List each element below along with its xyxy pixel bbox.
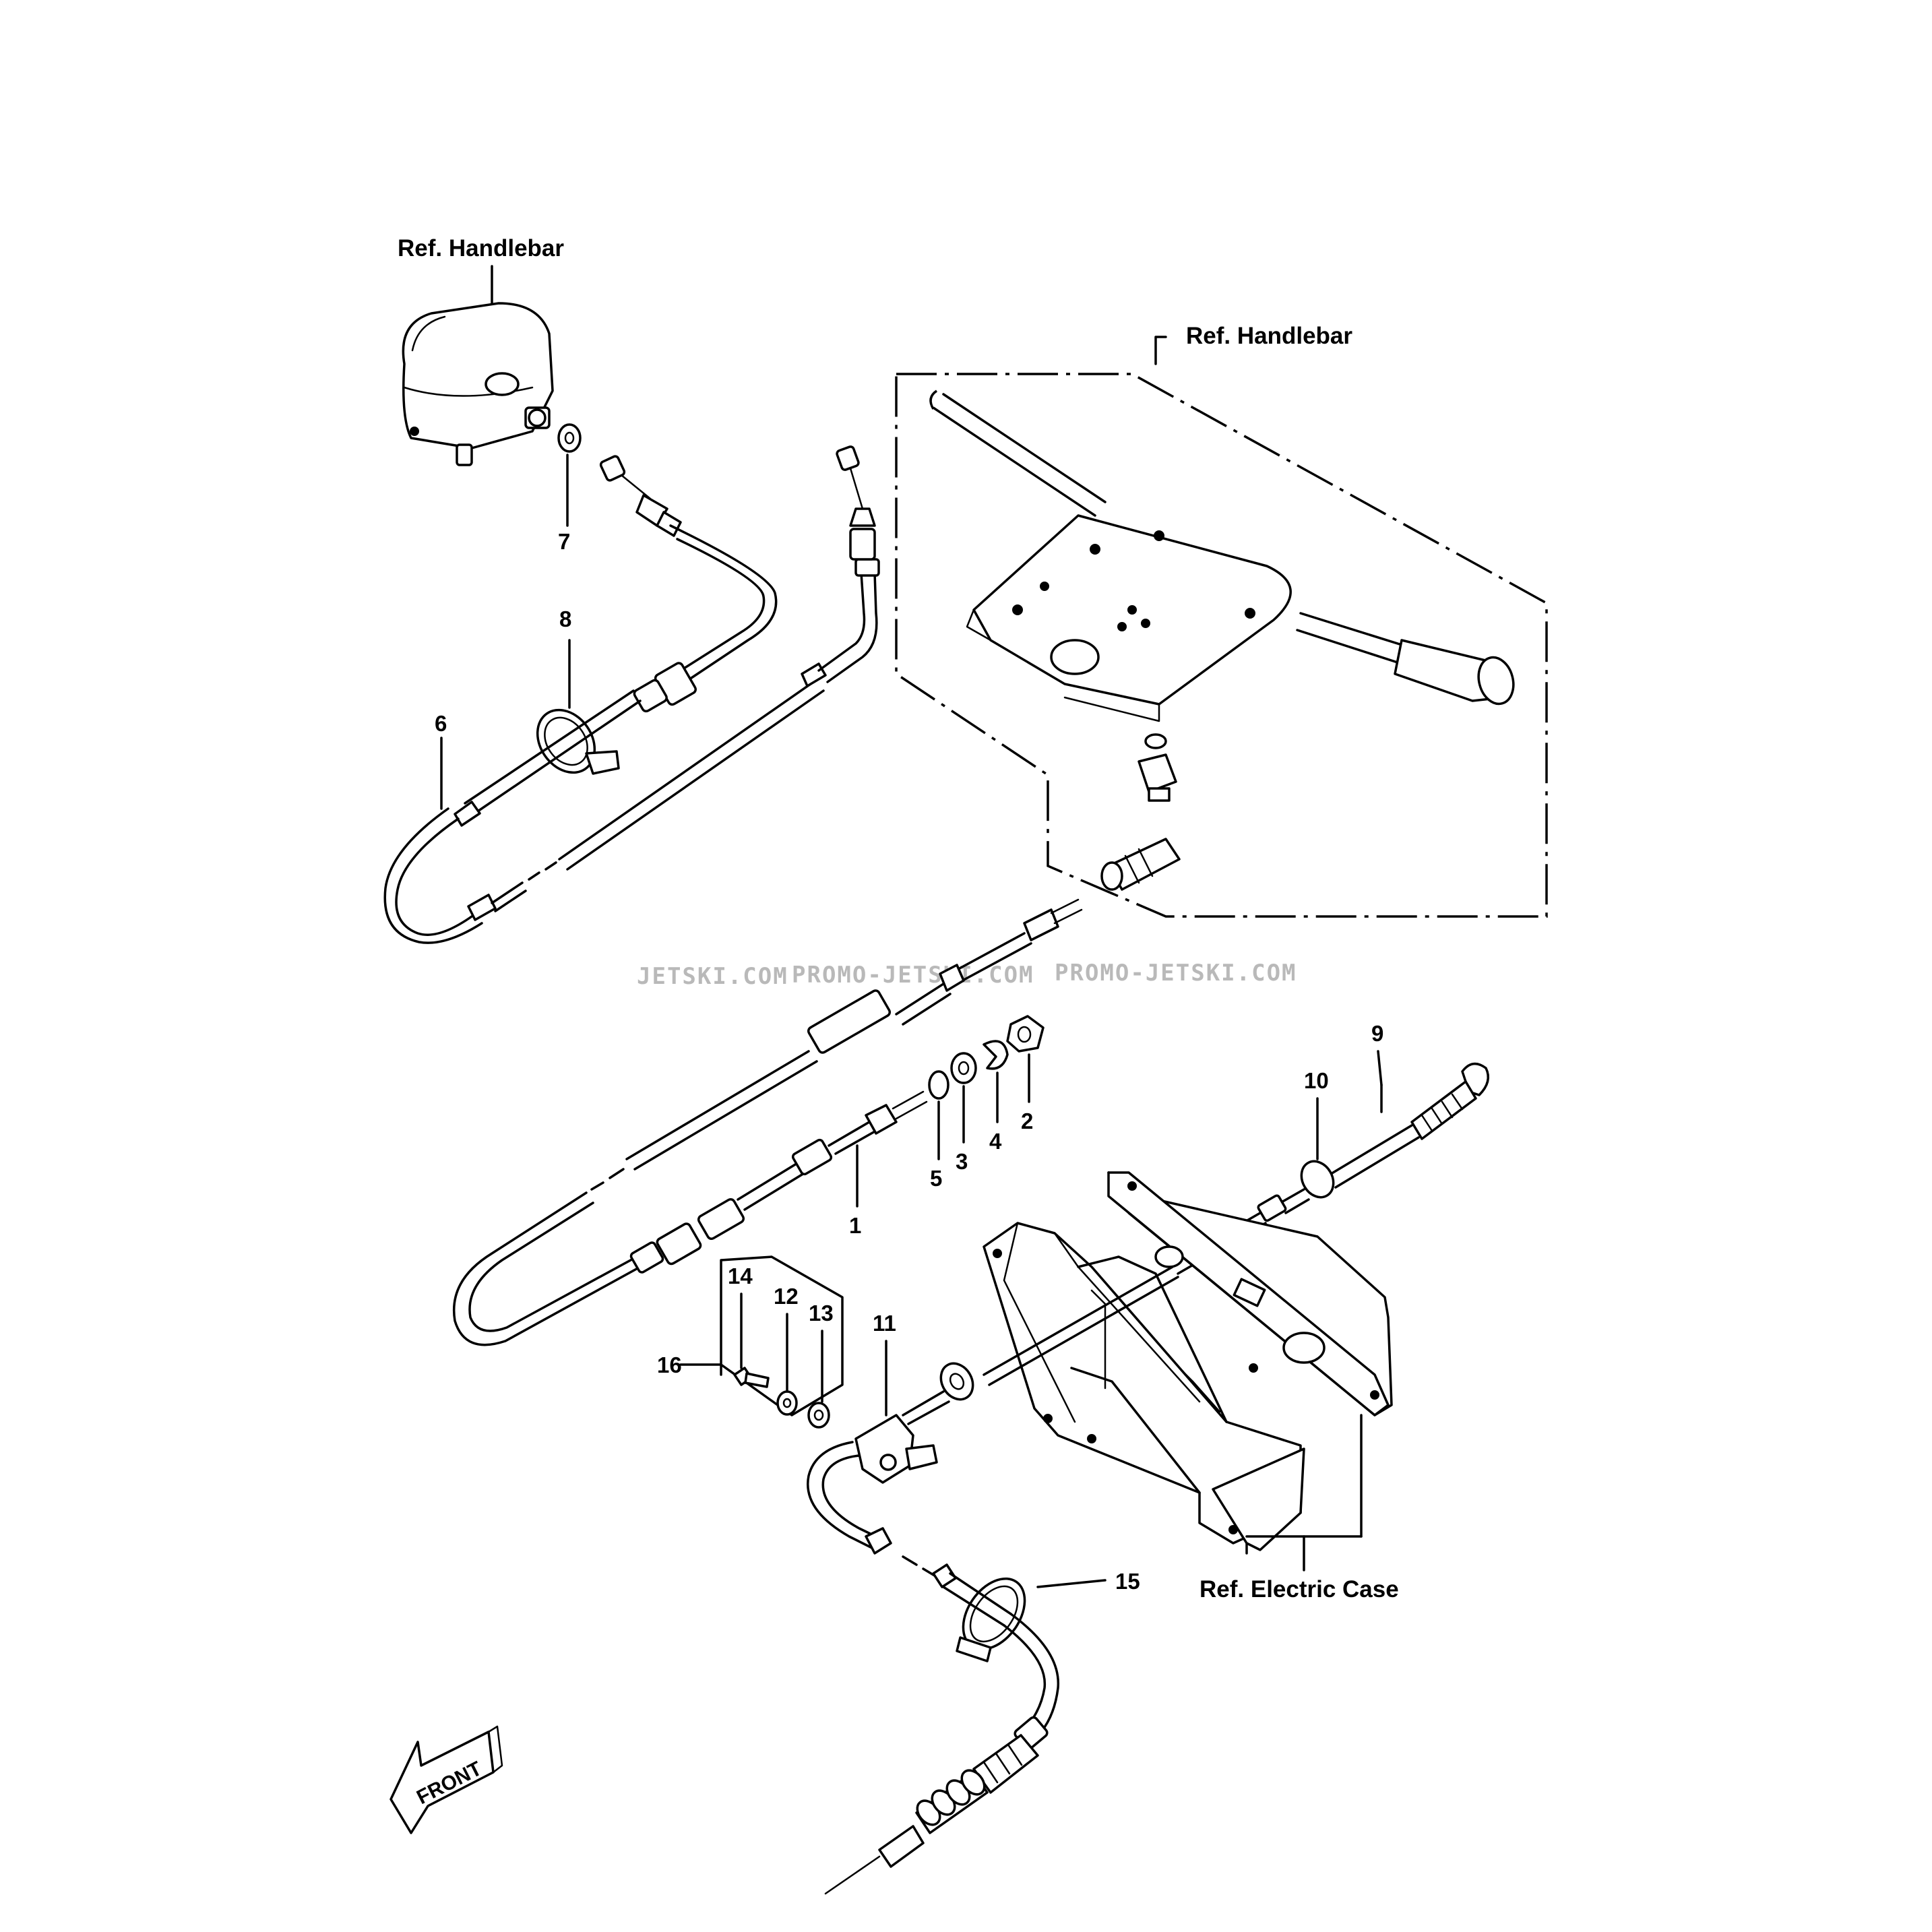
ref-electric-case-label: Ref. Electric Case (1199, 1576, 1399, 1602)
screw-group: 16 14 12 13 (657, 1255, 844, 1429)
callout-14: 14 (728, 1264, 753, 1288)
callout-9: 9 (1371, 1021, 1383, 1046)
electric-case-bracket: Ref. Electric Case (983, 1171, 1399, 1602)
callout-7: 7 (558, 529, 570, 554)
callout-4: 4 (989, 1129, 1002, 1154)
ref-handlebar-right-label: Ref. Handlebar (1186, 323, 1352, 349)
callout-12: 12 (774, 1284, 799, 1309)
callout-2: 2 (1021, 1109, 1033, 1133)
callout-1: 1 (849, 1213, 861, 1238)
switch-housing: Ref. Handlebar (398, 235, 564, 466)
front-arrow-icon: FRONT (389, 1725, 503, 1834)
handlebar-assembly: Ref. Handlebar (895, 323, 1548, 918)
callout-6: 6 (435, 711, 447, 736)
cable-6: 6 (383, 445, 880, 944)
washer-7: 7 (557, 423, 582, 554)
clamp-8: 8 (536, 606, 620, 775)
watermark-2: PROMO-JETSKI.COM (792, 962, 1034, 989)
callout-3: 3 (956, 1149, 968, 1174)
cable-choke-lower: 11 15 (807, 1266, 1179, 1895)
watermark-3: PROMO-JETSKI.COM (1055, 960, 1297, 987)
callout-5: 5 (930, 1166, 942, 1191)
cable-1: 1 (453, 898, 1083, 1346)
callout-16: 16 (657, 1352, 682, 1377)
washers-2-5: 5 3 4 2 (928, 1015, 1045, 1191)
callout-8: 8 (559, 606, 571, 631)
ref-handlebar-left-label: Ref. Handlebar (398, 235, 564, 261)
watermark-1: JETSKI.COM (637, 963, 788, 990)
callout-11: 11 (873, 1311, 896, 1336)
callout-15: 15 (1115, 1569, 1140, 1594)
watermark-group: JETSKI.COM PROMO-JETSKI.COM PROMO-JETSKI… (637, 960, 1297, 990)
callout-13: 13 (809, 1301, 834, 1326)
callout-10: 10 (1304, 1068, 1329, 1093)
